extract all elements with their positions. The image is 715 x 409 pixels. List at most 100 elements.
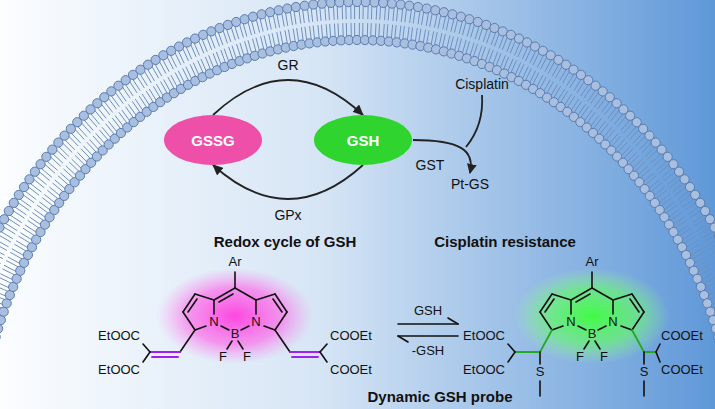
lipid (248, 12, 257, 21)
text-label: F (576, 350, 584, 364)
lipid (317, 0, 326, 8)
lipid (703, 299, 712, 308)
text-label: -GSH (412, 344, 445, 358)
lipid (431, 6, 440, 15)
lipid (232, 17, 241, 26)
lipid (707, 242, 715, 250)
lipid (405, 1, 414, 10)
probe-substituents (143, 330, 660, 396)
lipid (422, 4, 431, 13)
text-label: COOEt (661, 363, 703, 377)
lipid (696, 198, 705, 207)
text-label: F (600, 350, 608, 364)
lipid (705, 215, 714, 224)
text-label: GSH (414, 304, 442, 318)
lipid (361, 0, 370, 7)
lipid (710, 223, 715, 232)
lipid (265, 8, 274, 17)
molecule-name: GSH (347, 132, 380, 149)
lipid (705, 238, 715, 246)
lipid (335, 0, 344, 7)
text-label: Cisplatin (455, 77, 509, 92)
text-label: N (608, 315, 617, 329)
lipid (223, 20, 232, 29)
text-label: EtOOC (98, 363, 140, 377)
lipid (465, 15, 474, 24)
lipid (691, 190, 700, 199)
lipid (456, 12, 465, 21)
text-label: EtOOC (463, 329, 505, 343)
text-label: N (209, 315, 218, 329)
lipid (714, 231, 715, 240)
lipid (473, 17, 482, 26)
reaction-arrow (213, 80, 363, 115)
heading-label: Dynamic GSH probe (367, 389, 512, 406)
text-label: COOEt (661, 329, 703, 343)
text-label: N (251, 315, 260, 329)
lipid (711, 324, 715, 333)
lipid (0, 223, 4, 232)
lipid (714, 333, 715, 342)
enzyme-label: GR (278, 57, 299, 73)
lipid (413, 2, 422, 11)
text-label: B (588, 327, 597, 341)
text-label: COOEt (330, 329, 372, 343)
lipid (701, 206, 710, 215)
heading-label: Cisplatin resistance (434, 234, 576, 251)
lipid (711, 251, 715, 259)
heading-label: Redox cycle of GSH (214, 234, 357, 251)
lipid (9, 198, 18, 207)
lipid (300, 1, 309, 10)
lipid (706, 307, 715, 316)
text-label: N (566, 315, 575, 329)
lipid (396, 0, 405, 9)
lipid (240, 15, 249, 24)
lipid (326, 0, 335, 8)
text-label: GST (416, 158, 445, 173)
lipid (0, 324, 3, 333)
lipid (439, 8, 448, 17)
text-label: EtOOC (98, 329, 140, 343)
lipid (0, 333, 1, 342)
text-label: EtOOC (463, 363, 505, 377)
lipid (309, 0, 318, 9)
lipid (352, 0, 361, 7)
lipid (4, 206, 13, 215)
lipid (291, 2, 300, 11)
text-label: Ar (229, 255, 242, 269)
lipid (0, 251, 3, 259)
text-label: S (640, 365, 649, 379)
text-label: Ar (586, 255, 599, 269)
lipid (344, 0, 353, 7)
lipid (0, 316, 5, 325)
lipid (448, 10, 457, 19)
text-label: Pt-GS (451, 177, 489, 192)
gst-reaction-arrow (413, 95, 482, 173)
lipid (379, 0, 388, 8)
text-label: F (219, 350, 227, 364)
equilibrium-arrows (398, 318, 458, 342)
lipid (709, 247, 715, 255)
lipid (257, 10, 266, 19)
lipid (0, 307, 8, 316)
text-label: S (536, 365, 545, 379)
lipid (387, 0, 396, 8)
lipid (0, 215, 9, 224)
text-label: B (231, 327, 240, 341)
molecule-ellipse: GSSG (164, 115, 262, 165)
lipid (283, 4, 292, 13)
lipid (703, 234, 715, 243)
text-label: COOEt (330, 363, 372, 377)
molecule-ellipse: GSH (314, 115, 412, 165)
bodipy-core (540, 272, 644, 349)
lipid (0, 242, 7, 250)
lipid (274, 6, 283, 15)
enzyme-label: GPx (274, 207, 301, 223)
text-label: F (243, 350, 251, 364)
bodipy-core (183, 272, 287, 349)
lipid (713, 256, 715, 264)
molecule-name: GSSG (191, 132, 234, 149)
